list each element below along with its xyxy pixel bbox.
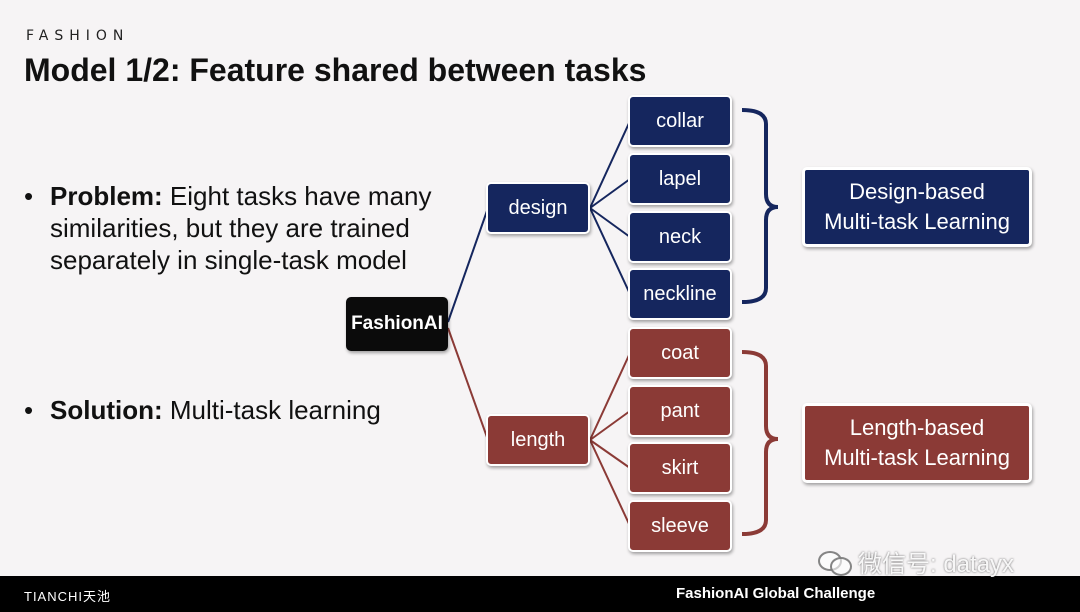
leaf-sleeve: sleeve — [628, 500, 732, 552]
leaf-skirt: skirt — [628, 442, 732, 494]
connector-length-pant — [589, 410, 631, 441]
bullet-dot: • — [24, 181, 34, 211]
group-length-line1: Length-based — [849, 415, 985, 440]
problem-text: Eight tasks have many similarities, but … — [50, 181, 432, 275]
connector-root-length — [447, 327, 489, 441]
leaf-neckline: neckline — [628, 268, 732, 320]
connector-design-neck — [589, 207, 631, 238]
slide-title: Model 1/2: Feature shared between tasks — [24, 52, 647, 88]
leaf-pant: pant — [628, 385, 732, 437]
leaf-coat: coat — [628, 327, 732, 379]
brace-design — [741, 108, 779, 304]
footer-tianchi-logo: TIANCHI天池 — [24, 589, 112, 604]
node-length: length — [486, 414, 590, 466]
leaf-collar: collar — [628, 95, 732, 147]
watermark-text: 微信号: datayx — [858, 551, 1015, 578]
wechat-icon — [818, 549, 852, 576]
problem-label: Problem: — [50, 181, 163, 211]
group-design-based: Design-based Multi-task Learning — [802, 167, 1032, 247]
connector-length-skirt — [589, 439, 631, 469]
group-length-line2: Multi-task Learning — [824, 445, 1010, 470]
connector-length-sleeve — [589, 439, 631, 527]
leaf-lapel: lapel — [628, 153, 732, 205]
solution-text: Multi-task learning — [162, 395, 381, 425]
bullet-dot: • — [24, 395, 34, 425]
bullet-solution: • Solution: Multi-task learning — [24, 394, 464, 426]
connector-design-collar — [589, 120, 631, 209]
connector-design-neckline — [589, 207, 631, 295]
group-design-line2: Multi-task Learning — [824, 209, 1010, 234]
solution-label: Solution: — [50, 395, 163, 425]
root-node-fashionai: FashionAI — [346, 297, 448, 351]
footer-event-name: FashionAI Global Challenge — [676, 585, 876, 602]
bullet-problem: • Problem: Eight tasks have many similar… — [24, 180, 464, 276]
connector-root-design — [447, 207, 489, 323]
leaf-neck: neck — [628, 211, 732, 263]
footer-bar: TIANCHI天池 FashionAI Global Challenge — [0, 576, 1080, 612]
group-length-based: Length-based Multi-task Learning — [802, 403, 1032, 483]
watermark: 微信号: datayx — [818, 544, 1014, 579]
node-design: design — [486, 182, 590, 234]
group-design-line1: Design-based — [849, 179, 985, 204]
brand-logo: FASHION — [26, 28, 130, 44]
connector-design-lapel — [589, 178, 631, 209]
connector-length-coat — [589, 352, 631, 441]
brace-length — [741, 350, 779, 536]
